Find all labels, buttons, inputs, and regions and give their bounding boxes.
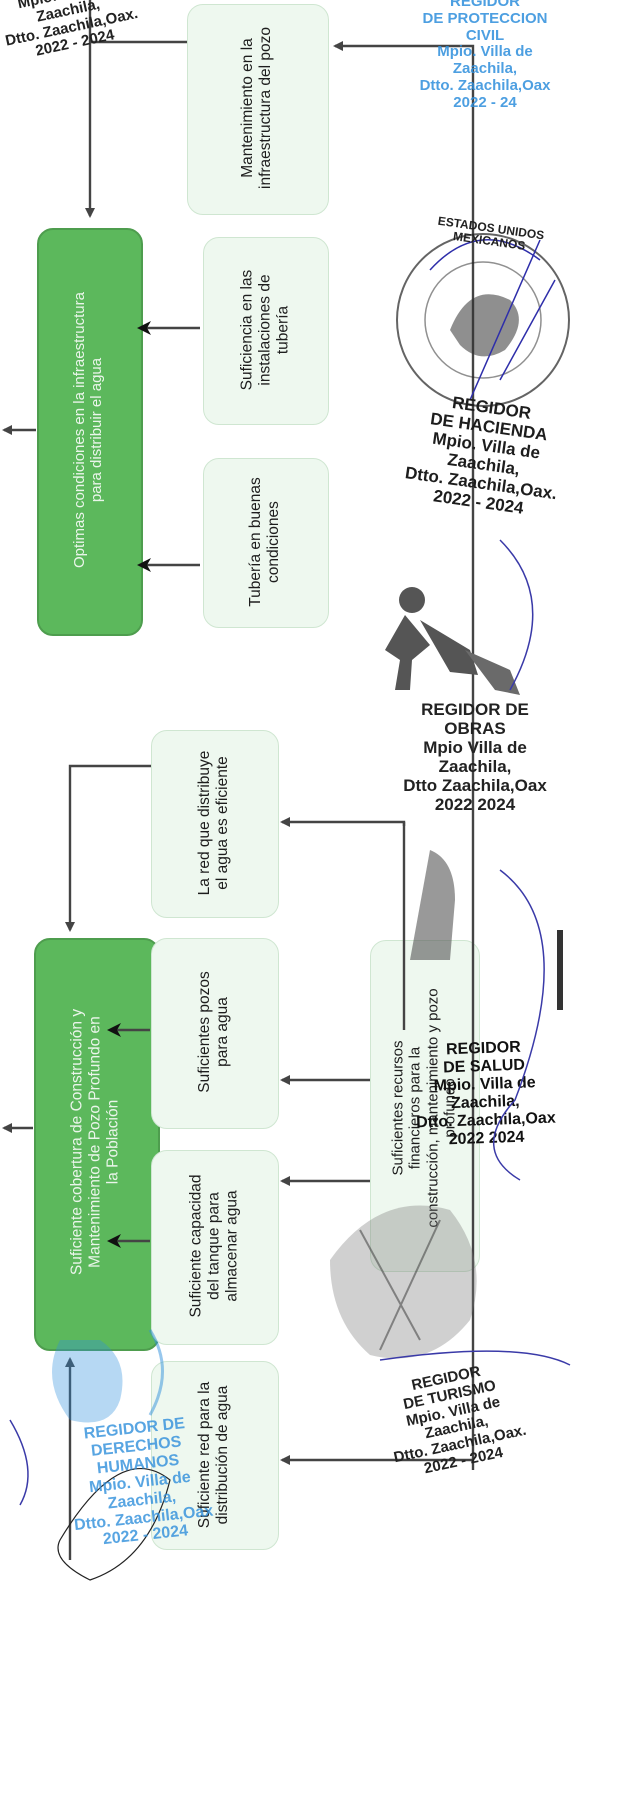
connector-spine (333, 41, 475, 1470)
node-capacidad-tanque (151, 1150, 279, 1345)
node-red-eficiente (151, 730, 279, 918)
node-suficiencia-tuberia (203, 237, 329, 425)
stamp-derechos-humanos: REGIDOR DE DERECHOS HUMANOS Mpio. Villa … (73, 1415, 214, 1549)
node-recursos-financieros (370, 940, 480, 1272)
node-cobertura-pozo (34, 938, 160, 1351)
node-pozos-agua (151, 938, 279, 1129)
node-tuberia-buenas (203, 458, 329, 628)
node-optimas-condiciones (37, 228, 143, 636)
stamp-obras: REGIDOR DE OBRAS Mpio Villa de Zaachila,… (403, 700, 547, 815)
node-red-distribucion (151, 1361, 279, 1550)
stamp-proteccion-civil: REGIDOR DE PROTECCION CIVIL Mpio. Villa … (419, 0, 551, 111)
node-mantenimiento-pozo (187, 4, 329, 215)
connector-red-to-cobertura (65, 764, 151, 932)
